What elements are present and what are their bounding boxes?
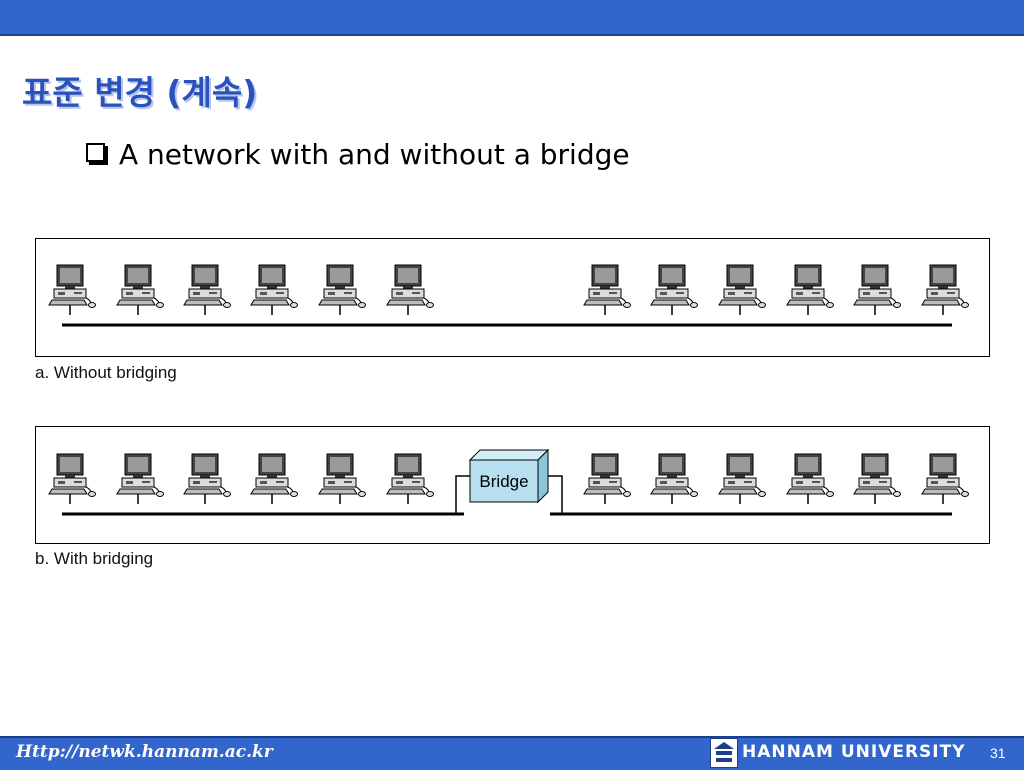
- computer-icon: [583, 264, 632, 316]
- computer-icon: [183, 453, 232, 505]
- computer-icon: [718, 264, 767, 316]
- computer-icon: [48, 264, 97, 316]
- bridge-link-right: [548, 475, 563, 514]
- computer-icon: [250, 453, 299, 505]
- page-number: 31: [990, 745, 1006, 761]
- computer-icon: [48, 453, 97, 505]
- bridge-link-left: [455, 475, 470, 514]
- computer-icon: [583, 453, 632, 505]
- computer-icon: [116, 453, 165, 505]
- hannam-logo-icon: [710, 738, 738, 768]
- computer-icon: [786, 264, 835, 316]
- computer-icon: [921, 264, 970, 316]
- university-name: HANNAM UNIVERSITY: [742, 742, 966, 762]
- computer-icon: [386, 264, 435, 316]
- slide-title: 표준 변경 (계속): [22, 73, 258, 112]
- computer-icon: [650, 264, 699, 316]
- computer-icon: [318, 453, 367, 505]
- computer-icon: [386, 453, 435, 505]
- computer-icon: [853, 453, 902, 505]
- computer-icon: [853, 264, 902, 316]
- footer-bar: [0, 736, 1024, 770]
- computer-icon: [250, 264, 299, 316]
- computer-icon: [318, 264, 367, 316]
- bullet-box-icon: [86, 143, 105, 162]
- computer-icon: [183, 264, 232, 316]
- caption-with-bridging: b. With bridging: [35, 549, 154, 568]
- computer-icon: [650, 453, 699, 505]
- caption-without-bridging: a. Without bridging: [35, 363, 177, 382]
- bridge-label: Bridge: [479, 472, 528, 491]
- bullet-item: A network with and without a bridge: [86, 138, 630, 171]
- bullet-text: A network with and without a bridge: [119, 138, 630, 171]
- footer-url[interactable]: Http://netwk.hannam.ac.kr: [16, 742, 273, 762]
- computer-icon: [116, 264, 165, 316]
- bridge-device: Bridge: [468, 448, 550, 504]
- computer-icon: [786, 453, 835, 505]
- computer-icon: [718, 453, 767, 505]
- header-bar: [0, 0, 1024, 36]
- computer-icon: [921, 453, 970, 505]
